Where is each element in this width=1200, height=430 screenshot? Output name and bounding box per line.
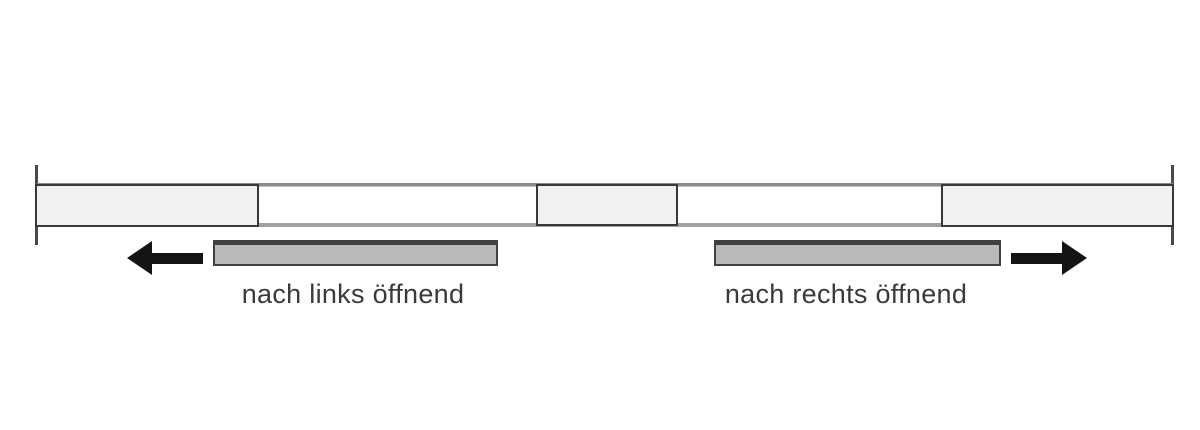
door-panel-right	[941, 184, 1174, 227]
door-panel-middle	[536, 184, 678, 226]
arrow-left-shaft	[150, 253, 203, 264]
door-panel-left	[35, 184, 259, 227]
arrow-left-head	[127, 241, 152, 275]
arrow-right-head	[1062, 241, 1087, 275]
arrow-right-icon	[1011, 241, 1087, 275]
track-end-marker-right-lower	[1171, 210, 1174, 245]
arrow-left-icon	[127, 241, 203, 275]
slide-bar-left	[213, 240, 498, 266]
arrow-right-shaft	[1011, 253, 1064, 264]
label-opening-left: nach links öffnend	[241, 279, 465, 309]
track-end-marker-left-upper	[35, 165, 38, 202]
slide-bar-right	[714, 240, 1001, 266]
label-opening-right: nach rechts öffnend	[724, 279, 968, 309]
track-end-marker-left-lower	[35, 210, 38, 245]
